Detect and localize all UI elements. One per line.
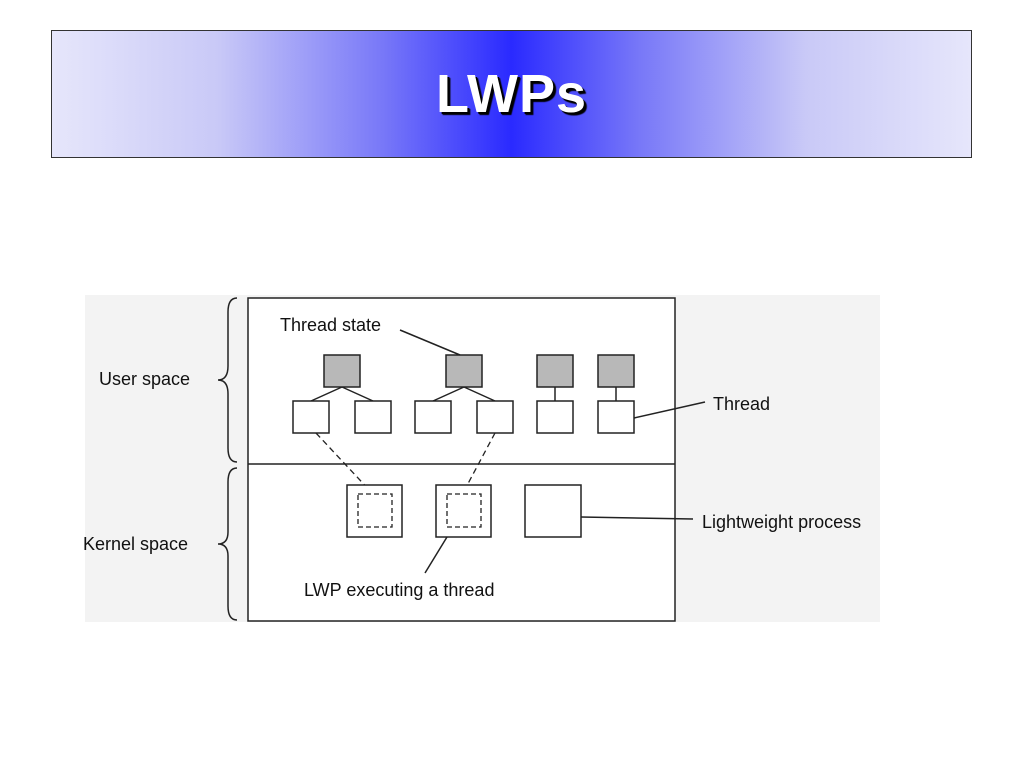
lightweight-process-label: Lightweight process xyxy=(702,512,861,532)
lwp-callout xyxy=(580,516,694,520)
lwp-inner-thread xyxy=(357,493,393,528)
thread-state-label: Thread state xyxy=(280,315,381,335)
thread-callout xyxy=(633,401,706,419)
kernel-space-brace xyxy=(217,467,238,621)
thread-state-callout xyxy=(399,329,461,356)
title-banner: LWPs xyxy=(51,30,972,158)
thread-box xyxy=(536,400,574,434)
thread-state-box xyxy=(445,354,483,388)
thread-box xyxy=(292,400,330,434)
lwp-box xyxy=(524,484,582,538)
user-space-label: User space xyxy=(99,369,190,389)
thread-box xyxy=(414,400,452,434)
process-box xyxy=(247,297,676,622)
user-space-brace xyxy=(217,297,238,463)
lwp-box xyxy=(346,484,403,538)
thread-state-box xyxy=(536,354,574,388)
lwp-executing-label: LWP executing a thread xyxy=(304,580,494,600)
callout-lines xyxy=(399,329,706,574)
lwp-inner-thread xyxy=(446,493,482,528)
thread-state-box xyxy=(323,354,361,388)
slide-title: LWPs xyxy=(435,64,588,124)
thread-box xyxy=(597,400,635,434)
thread-connectors xyxy=(310,386,617,402)
thread-box xyxy=(354,400,392,434)
thread-box xyxy=(476,400,514,434)
thread-label: Thread xyxy=(713,394,770,414)
thread-to-lwp-links xyxy=(315,432,496,494)
lwp-box xyxy=(435,484,492,538)
kernel-space-label: Kernel space xyxy=(83,534,188,554)
thread-state-box xyxy=(597,354,635,388)
lwp-executing-callout xyxy=(424,536,448,574)
